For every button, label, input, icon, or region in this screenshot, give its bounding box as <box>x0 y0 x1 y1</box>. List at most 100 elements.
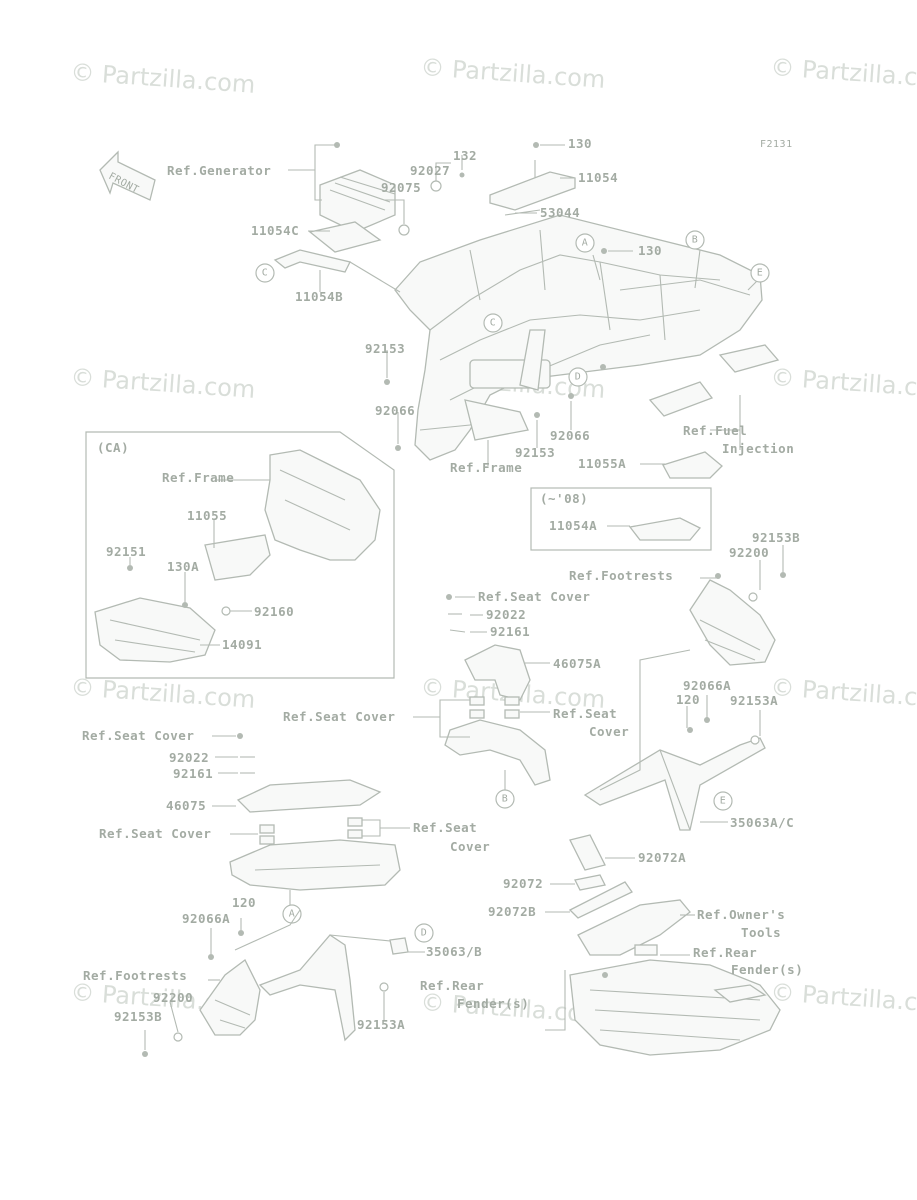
watermark: © Partzilla.com <box>70 363 257 404</box>
label-35063ac: 35063A/C <box>730 815 794 830</box>
label-11054b: 11054B <box>295 289 343 304</box>
label-92072: 92072 <box>503 876 543 891</box>
label-92151: 92151 <box>106 544 146 559</box>
watermark: © Partzilla.com <box>770 673 917 714</box>
rear-fender-drawing <box>545 899 781 1056</box>
label-tools: Tools <box>741 925 781 940</box>
label-injection: Injection <box>722 441 794 456</box>
label-53044: 53044 <box>540 205 580 220</box>
label-11054: 11054 <box>578 170 618 185</box>
grab-rail-left-drawing <box>212 733 410 905</box>
label-92153b-top: 92153B <box>752 530 800 545</box>
callout-c: C <box>262 268 269 279</box>
callout-e: E <box>720 796 727 807</box>
label-92072b: 92072B <box>488 904 536 919</box>
right-footrest-labels: 92153B 92200 Ref.Footrests 92066A 120 92… <box>569 530 800 830</box>
label-ref-frame: Ref.Frame <box>450 460 522 475</box>
callout-b: B <box>502 794 509 805</box>
watermark: © Partzilla.com <box>770 978 917 1019</box>
callout-c: C <box>490 318 497 329</box>
front-arrow-icon: FRONT <box>99 150 156 201</box>
labels-top: Ref.Generator 92027 132 130 11054 92075 … <box>167 136 794 475</box>
label-ref-seat-l: Ref.Seat <box>413 820 477 835</box>
label-11054a: 11054A <box>549 518 597 533</box>
watermark: © Partzilla.com <box>70 673 257 714</box>
label-14091: 14091 <box>222 637 262 652</box>
label-92022-r: 92022 <box>486 607 526 622</box>
watermark: © Partzilla.com <box>70 58 257 99</box>
label-year-note: (~'08) <box>540 491 588 506</box>
watermark: © Partzilla.com <box>420 53 607 94</box>
straps-labels: 92072A 92072 92072B <box>488 850 686 919</box>
label-92153-b: 92153 <box>515 445 555 460</box>
label-ref-rear: Ref.Rear <box>693 945 757 960</box>
label-ref-footrests-l: Ref.Footrests <box>83 968 187 983</box>
label-120-r: 120 <box>676 692 700 707</box>
label-46075: 46075 <box>166 798 206 813</box>
label-ref-seat-r: Ref.Seat <box>553 706 617 721</box>
label-fender-s: Fender(s) <box>731 962 803 977</box>
year-note-box: (~'08) 11054A <box>530 487 712 551</box>
label-92153b-l: 92153B <box>114 1009 162 1024</box>
ca-inset: (CA) <box>85 431 395 679</box>
label-130a: 130A <box>167 559 199 574</box>
label-ref-seat-cover-r2: Ref.Seat Cover <box>283 709 395 724</box>
straps-drawing <box>545 834 635 919</box>
fuel-injection-parts-drawing <box>384 344 780 479</box>
label-132: 132 <box>453 148 477 163</box>
label-11055: 11055 <box>187 508 227 523</box>
figure-id: F2131 <box>760 139 793 150</box>
label-92027: 92027 <box>410 163 450 178</box>
rear-fender-labels: Ref.Owner's Tools Ref.Rear Fender(s) Ref… <box>420 907 803 1011</box>
label-46075a: 46075A <box>553 656 601 671</box>
label-92066a-l: 92066A <box>182 911 230 926</box>
label-fender-mid: Fender(s) <box>457 996 529 1011</box>
label-92075: 92075 <box>381 180 421 195</box>
label-ref-rear-mid: Ref.Rear <box>420 978 484 993</box>
callout-d: D <box>575 372 582 383</box>
regulator-drawing <box>273 142 465 273</box>
label-120-l: 120 <box>232 895 256 910</box>
leader-lines-top <box>288 144 761 466</box>
label-cover-r: Cover <box>589 724 629 739</box>
label-35063b: 35063/B <box>426 944 482 959</box>
label-ref-owners: Ref.Owner's <box>697 907 785 922</box>
label-ref-footrests-top: Ref.Footrests <box>569 568 673 583</box>
left-footrest-drawing <box>142 909 425 1057</box>
label-92022-l: 92022 <box>169 750 209 765</box>
callout-a: A <box>582 238 589 249</box>
grab-rail-right-drawing <box>413 594 551 790</box>
callouts: C A B E C D B E A D <box>255 230 770 943</box>
label-92161-r: 92161 <box>490 624 530 639</box>
watermark: © Partzilla.com <box>770 363 917 404</box>
label-cover-l: Cover <box>450 839 490 854</box>
label-11055a: 11055A <box>578 456 626 471</box>
label-ref-seat-cover-l1: Ref.Seat Cover <box>82 728 194 743</box>
grab-rail-left-labels: Ref.Seat Cover 92022 92161 46075 Ref.Sea… <box>82 728 490 854</box>
label-130-mid: 130 <box>638 243 662 258</box>
ca-labels: Ref.Frame 11055 92151 130A 92160 14091 <box>106 470 294 652</box>
label-92153-a: 92153 <box>365 341 405 356</box>
grab-rail-right-labels: Ref.Seat Cover 92022 92161 46075A Ref.Se… <box>283 589 629 739</box>
label-92066a-r: 92066A <box>683 678 731 693</box>
watermark: © Partzilla.com <box>770 53 917 94</box>
label-92160: 92160 <box>254 604 294 619</box>
label-92200-top: 92200 <box>729 545 769 560</box>
label-92153a-r: 92153A <box>730 693 778 708</box>
label-92161-l: 92161 <box>173 766 213 781</box>
label-ca-ref-frame: Ref.Frame <box>162 470 234 485</box>
callout-a: A <box>289 909 296 920</box>
ca-title: (CA) <box>97 440 129 455</box>
right-footrest-drawing <box>583 545 786 831</box>
label-92153a-l: 92153A <box>357 1017 405 1032</box>
label-92066-a: 92066 <box>375 403 415 418</box>
label-ref-fuel: Ref.Fuel <box>683 423 747 438</box>
label-92066-b: 92066 <box>550 428 590 443</box>
callout-e: E <box>757 268 764 279</box>
callout-d: D <box>421 928 428 939</box>
label-ref-generator: Ref.Generator <box>167 163 271 178</box>
label-11054c: 11054C <box>251 223 299 238</box>
label-92200-l: 92200 <box>153 990 193 1005</box>
left-footrest-labels: 120 92066A 35063/B Ref.Footrests 92200 9… <box>83 895 482 1032</box>
